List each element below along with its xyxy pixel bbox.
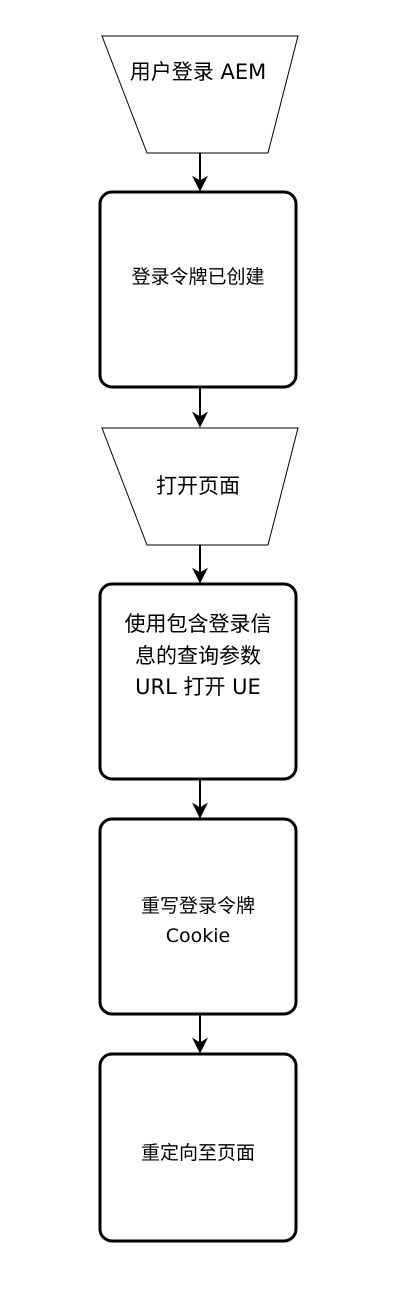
- step-5-label: 重写登录令牌 Cookie: [140, 895, 255, 947]
- step-3-label: 打开页面: [156, 473, 240, 498]
- step-6-shape: [98, 1052, 298, 1243]
- step-6-label: 重定向至页面: [140, 1141, 255, 1164]
- step-4-label: 使用包含登录信 息的查询参数 URL 打开 UE: [124, 612, 272, 700]
- step-2-shape: [98, 190, 298, 389]
- step-5-shape: [98, 817, 298, 1016]
- step-1-label: 用户登录 AEM: [129, 60, 267, 85]
- step-4-shape: [98, 582, 298, 781]
- step-2-label: 登录令牌已创建: [131, 265, 265, 288]
- step-3-shape: [101, 427, 299, 546]
- step-1-shape: [101, 35, 299, 154]
